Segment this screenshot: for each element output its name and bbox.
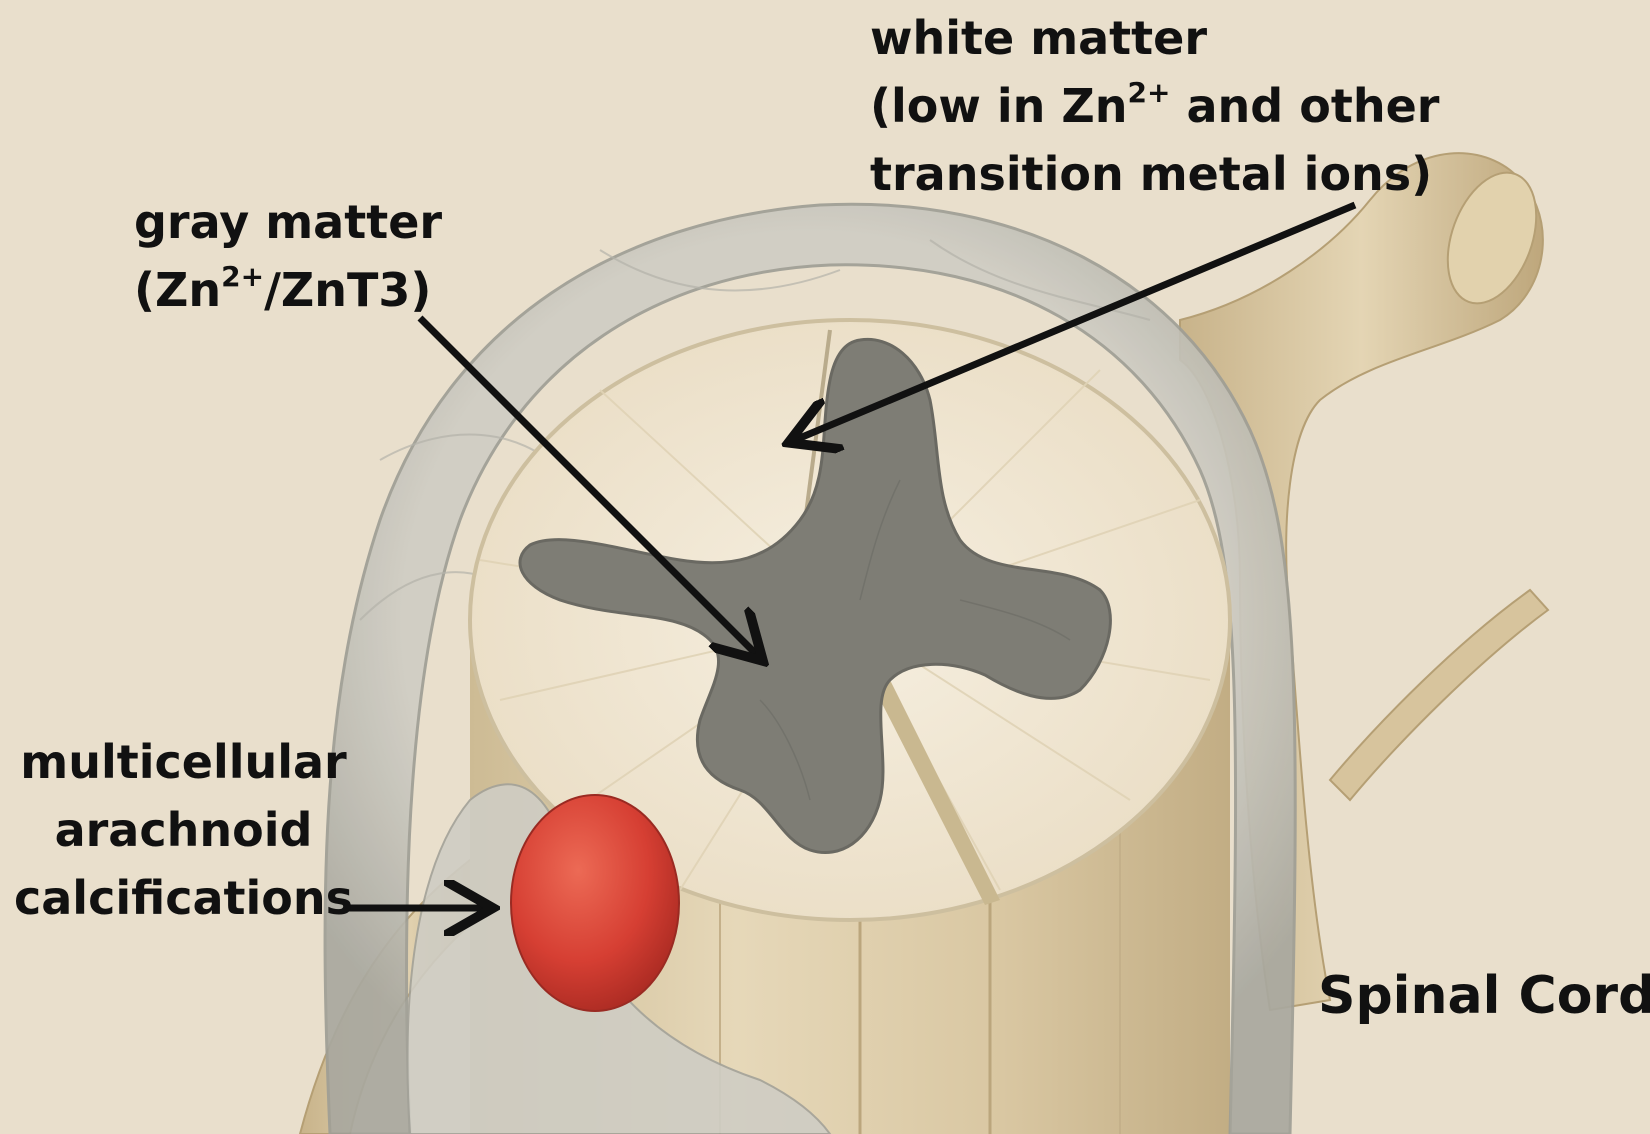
gray-matter-butterfly	[518, 337, 1112, 855]
gray-matter-label: gray matter (Zn2+/ZnT3)	[134, 188, 442, 324]
white-matter-text-a: (low in Zn	[870, 79, 1128, 133]
spinal-cord-label: Spinal Cord	[1318, 966, 1650, 1026]
meningeal-sheath	[323, 202, 1297, 1134]
gray-matter-title: gray matter	[134, 195, 443, 249]
gray-zinc-charge-superscript: 2+	[221, 259, 265, 293]
white-matter-text-b: and other	[1170, 79, 1440, 133]
white-matter-description-line-2: transition metal ions)	[870, 147, 1433, 201]
white-matter-arrow	[795, 201, 1357, 440]
arachnoid-calcification	[510, 794, 680, 1012]
ventral-fissure	[870, 660, 1000, 905]
right-rootlet	[1328, 588, 1550, 802]
gray-matter-text-b: /ZnT3)	[264, 263, 432, 317]
zinc-charge-superscript: 2+	[1127, 75, 1171, 109]
calcification-line-2: arachnoid	[54, 803, 313, 857]
gray-matter-text-a: (Zn	[134, 263, 222, 317]
white-matter-title: white matter	[870, 11, 1208, 65]
white-matter-description-line: (low in Zn2+ and other	[870, 72, 1439, 140]
white-matter-label: white matter (low in Zn2+ and other tran…	[870, 4, 1439, 208]
gray-matter-arrow	[417, 315, 758, 656]
gray-matter-description-line: (Zn2+/ZnT3)	[134, 256, 442, 324]
calcification-line-3: calcifications	[14, 871, 354, 925]
calcification-line-1: multicellular	[20, 735, 347, 789]
nerve-root-end	[1446, 171, 1538, 305]
calcification-label: multicellular arachnoid calcifications	[14, 728, 353, 932]
